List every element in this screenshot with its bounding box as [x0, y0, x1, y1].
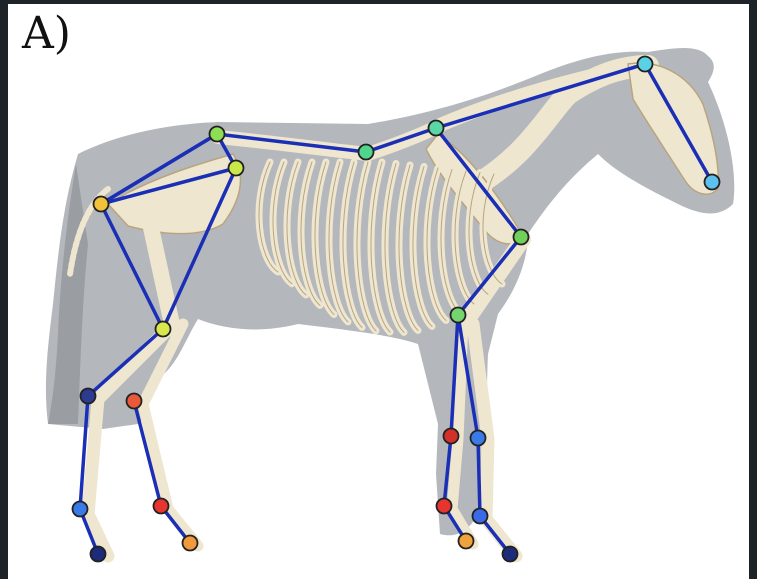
keypoint-shoulder [514, 230, 529, 245]
horse-skeleton-illustration [8, 4, 749, 579]
keypoint-hind-fetlock-right [154, 499, 169, 514]
keypoint-hip [229, 161, 244, 176]
keypoint-hind-fetlock-left [73, 502, 88, 517]
keypoint-back [359, 145, 374, 160]
keypoint-withers [429, 121, 444, 136]
skeleton-edge-fore-knee-left-fore-fetlock-left [478, 438, 480, 516]
figure-panel: A) [8, 4, 749, 579]
keypoint-elbow [451, 308, 466, 323]
keypoint-hind-hoof-left [91, 547, 106, 562]
keypoint-fore-fetlock-left [473, 509, 488, 524]
keypoint-fore-fetlock-right [437, 499, 452, 514]
keypoint-hind-hock-left [81, 389, 96, 404]
keypoint-croup [210, 127, 225, 142]
keypoint-fore-hoof-left [503, 547, 518, 562]
keypoint-poll [638, 57, 653, 72]
keypoint-tail-base [94, 197, 109, 212]
keypoint-fore-hoof-right [459, 534, 474, 549]
keypoint-muzzle [705, 175, 720, 190]
keypoint-hind-hoof-right [183, 536, 198, 551]
keypoint-fore-knee-left [471, 431, 486, 446]
keypoint-hind-hock-right [127, 394, 142, 409]
keypoint-stifle [156, 322, 171, 337]
keypoint-fore-knee-right [444, 429, 459, 444]
